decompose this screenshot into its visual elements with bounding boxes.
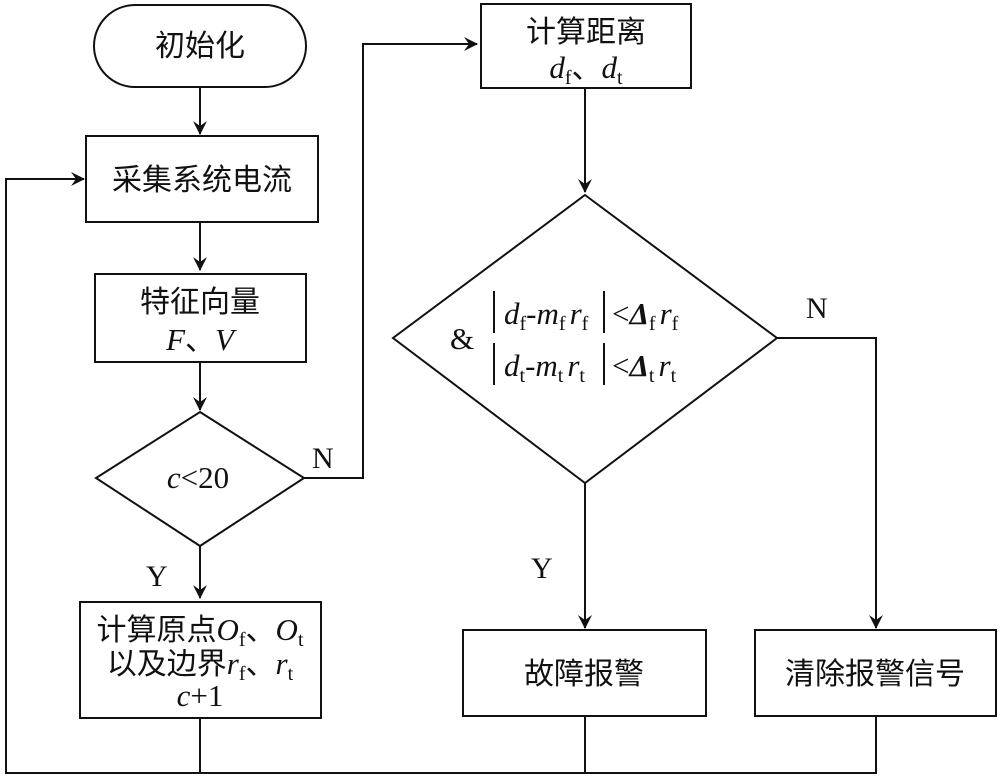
c2-rhs-r: r bbox=[658, 348, 671, 383]
compute-distance-line2: df、dt bbox=[549, 50, 623, 89]
dist-d-t: d bbox=[602, 50, 618, 85]
node-compute-origin: 计算原点Of、Ot 以及边界rf、rt c+1 bbox=[79, 601, 322, 719]
label-c-yes: Y bbox=[146, 560, 168, 593]
origin-sep: 、 bbox=[246, 613, 276, 648]
node-init: 初始化 bbox=[93, 4, 307, 88]
dist-sep: 、 bbox=[572, 51, 602, 86]
feature-line2: F、V bbox=[165, 322, 237, 358]
c2-lt: < bbox=[612, 348, 629, 383]
c1-minus: - bbox=[526, 296, 536, 331]
boundary-sep: 、 bbox=[246, 647, 276, 682]
c1-r-sub: f bbox=[582, 313, 589, 335]
init-shape bbox=[93, 4, 307, 88]
collect-label: 采集系统电流 bbox=[112, 163, 292, 198]
c2-m-sub: t bbox=[558, 365, 564, 387]
c1-m: m bbox=[537, 296, 559, 331]
clear-alarm-shape bbox=[754, 629, 997, 717]
collect-shape bbox=[85, 135, 319, 223]
c2-delta: Δ bbox=[627, 348, 648, 383]
edge-fault-return bbox=[200, 716, 586, 774]
init-label: 初始化 bbox=[155, 29, 245, 64]
dist-sub-f: f bbox=[565, 67, 572, 89]
feature-shape bbox=[94, 273, 307, 363]
counter-increment: +1 bbox=[190, 678, 223, 713]
compute-origin-line1: 计算原点Of、Ot bbox=[96, 612, 303, 651]
decision-c-var: c bbox=[167, 460, 181, 495]
c2-r-sub: t bbox=[579, 365, 585, 387]
feature-F: F bbox=[165, 322, 186, 357]
c1-rhs-r: r bbox=[660, 296, 673, 331]
c1-r: r bbox=[570, 296, 583, 331]
compute-origin-line2: 以及边界rf、rt bbox=[107, 646, 294, 685]
connectors bbox=[5, 37, 883, 774]
boundary-r-t: r bbox=[276, 646, 289, 681]
node-collect: 采集系统电流 bbox=[85, 135, 319, 223]
origin-sub-t: t bbox=[298, 629, 304, 651]
boundary-sub-t: t bbox=[288, 663, 294, 685]
c2-rhs-r-sub: t bbox=[671, 365, 677, 387]
boundary-r-f: r bbox=[227, 646, 240, 681]
origin-O-f: O bbox=[216, 612, 238, 647]
c2-r: r bbox=[567, 348, 580, 383]
dist-sub-t: t bbox=[617, 67, 623, 89]
c2-delta-sub: t bbox=[649, 365, 655, 387]
c2-d-sub: t bbox=[520, 365, 526, 387]
label-c-no: N bbox=[312, 442, 334, 475]
decision-c-shape bbox=[94, 410, 306, 548]
c1-d-sub: f bbox=[520, 313, 527, 335]
compute-distance-shape bbox=[480, 3, 692, 89]
c2-d: d bbox=[504, 348, 520, 383]
clear-alarm-label: 清除报警信号 bbox=[785, 657, 965, 692]
feature-V: V bbox=[215, 322, 237, 357]
c1-m-sub: f bbox=[559, 313, 566, 335]
dist-d-f: d bbox=[549, 50, 565, 85]
origin-O-t: O bbox=[276, 612, 298, 647]
edge-loop-back bbox=[5, 172, 201, 774]
decision-c-rest: <20 bbox=[181, 460, 229, 495]
c1-d: d bbox=[504, 296, 520, 331]
compute-origin-prefix: 计算原点 bbox=[96, 613, 216, 648]
node-decision-c: c<20 bbox=[94, 410, 306, 548]
c1-delta-sub: f bbox=[649, 313, 656, 335]
node-clear-alarm: 清除报警信号 bbox=[754, 629, 997, 717]
fault-alarm-shape bbox=[462, 629, 707, 717]
node-fault-alarm: 故障报警 bbox=[462, 629, 707, 717]
edge-decision-no bbox=[304, 37, 478, 479]
label-main-no: N bbox=[806, 292, 828, 325]
feature-line1: 特征向量 bbox=[140, 285, 260, 320]
compute-origin-line3: c+1 bbox=[177, 678, 224, 713]
c1-delta: Δ bbox=[627, 296, 648, 331]
c1-rhs-r-sub: f bbox=[672, 313, 679, 335]
fault-alarm-label: 故障报警 bbox=[524, 657, 644, 692]
compute-origin-shape bbox=[79, 601, 322, 719]
c2-m: m bbox=[535, 348, 557, 383]
decision-c-label: c<20 bbox=[167, 460, 229, 495]
boundary-sub-f: f bbox=[239, 663, 246, 685]
compute-distance-line1: 计算距离 bbox=[526, 15, 646, 50]
decision-and: & bbox=[450, 321, 474, 356]
decision-main-shape bbox=[391, 193, 779, 485]
label-main-yes: Y bbox=[531, 552, 553, 585]
origin-sub-f: f bbox=[239, 629, 246, 651]
boundary-prefix: 以及边界 bbox=[107, 647, 227, 682]
counter-var: c bbox=[177, 678, 191, 713]
feature-sep: 、 bbox=[185, 323, 215, 358]
node-feature: 特征向量 F、V bbox=[94, 273, 307, 363]
edge-clear-return bbox=[585, 716, 877, 774]
edge-main-no bbox=[777, 337, 883, 629]
c2-minus: - bbox=[525, 348, 535, 383]
c1-lt: < bbox=[612, 296, 629, 331]
node-compute-distance: 计算距离 df、dt bbox=[480, 3, 692, 89]
